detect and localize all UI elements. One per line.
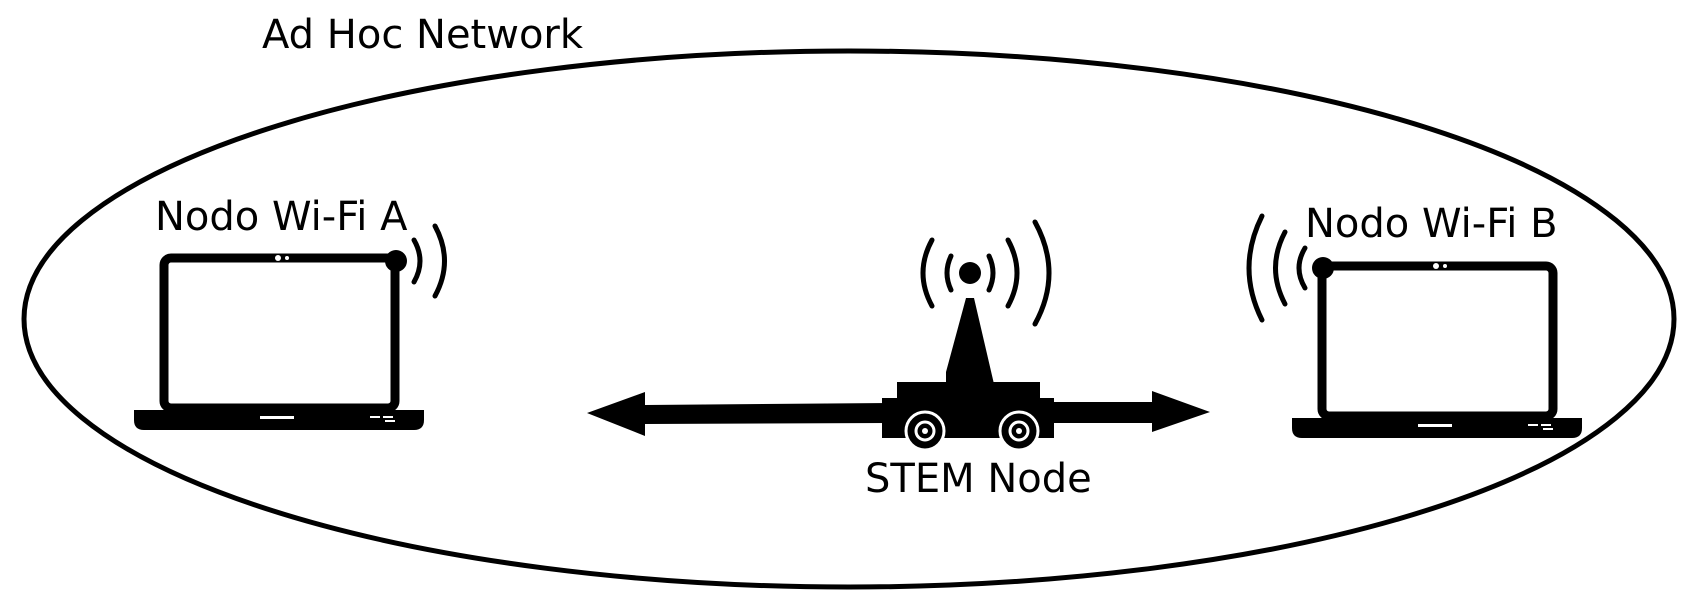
wifi-signal-icon [385, 223, 447, 299]
laptop-icon [1292, 261, 1582, 438]
robot-vehicle-icon [882, 298, 1054, 452]
laptop-icon [134, 253, 424, 430]
wifi-signal-icon [920, 219, 1052, 327]
node-a-label: Nodo Wi-Fi A [155, 194, 408, 240]
network-boundary [21, 48, 1677, 590]
bidirectional-arrow [587, 391, 1210, 436]
node-b-label: Nodo Wi-Fi B [1305, 201, 1558, 247]
stem-node-label: STEM Node [865, 456, 1092, 502]
wifi-signal-icon [1246, 213, 1334, 323]
network-title: Ad Hoc Network [262, 12, 584, 58]
